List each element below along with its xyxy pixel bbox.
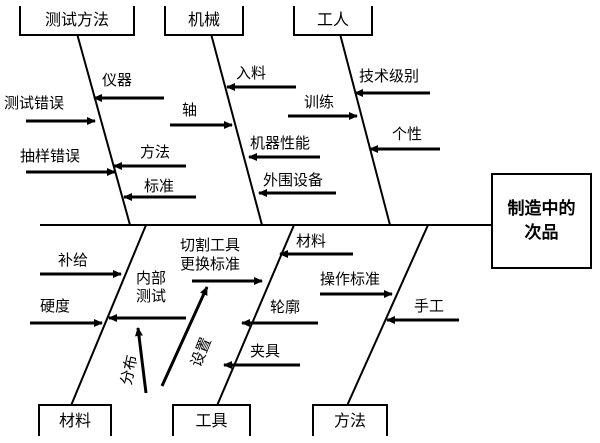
- cause-cutting-tool-line-1: 切割工具: [180, 236, 241, 254]
- cause-infeed: 入料: [236, 64, 267, 82]
- category-box-tool: 工具: [172, 404, 251, 436]
- cause-contour: 轮廓: [270, 298, 301, 316]
- cause-cutting-tool-line-2: 更换标准: [180, 255, 241, 273]
- cause-fixture: 夹具: [250, 342, 281, 360]
- cause-shaft: 轴: [182, 101, 198, 119]
- cause-procedure: 方法: [140, 143, 171, 161]
- effect-line-2: 次品: [524, 223, 559, 243]
- category-tool: 工具: [195, 411, 228, 430]
- bone-machine: [209, 29, 263, 226]
- cause-test-error: 测试错误: [4, 94, 65, 112]
- category-method: 方法: [333, 411, 366, 430]
- cause-instrument: 仪器: [102, 71, 133, 89]
- category-material: 材料: [58, 411, 91, 430]
- cause-operating-standard: 操作标准: [320, 270, 381, 288]
- bone-test-method: [75, 29, 131, 226]
- category-box-test-method: 测试方法: [19, 6, 135, 36]
- arrow-setup: [160, 286, 209, 387]
- effect-box: 制造中的 次品: [491, 173, 592, 269]
- cause-internal-test-line-1: 内部: [136, 269, 167, 287]
- cause-sampling-error: 抽样错误: [20, 147, 81, 165]
- category-box-machine: 机械: [164, 6, 244, 36]
- arrow-distribution: [135, 327, 148, 394]
- cause-material-sub: 材料: [296, 232, 327, 250]
- cause-hardness: 硬度: [40, 297, 71, 315]
- category-box-worker: 工人: [293, 6, 373, 36]
- cause-manual-work: 手工: [414, 297, 445, 315]
- category-worker: 工人: [316, 10, 349, 29]
- cause-training: 训练: [304, 93, 335, 111]
- cause-machine-performance: 机器性能: [250, 134, 311, 152]
- cause-personality: 个性: [392, 125, 423, 143]
- category-test-method: 测试方法: [44, 10, 109, 29]
- cause-feed: 补给: [58, 251, 89, 269]
- category-box-material: 材料: [38, 404, 112, 436]
- category-machine: 机械: [187, 10, 220, 29]
- cause-standard: 标准: [144, 177, 175, 195]
- cause-skill-level: 技术级别: [359, 67, 420, 85]
- cause-peripherals: 外围设备: [263, 171, 324, 189]
- cause-internal-test-line-2: 测试: [136, 287, 167, 305]
- bone-method: [345, 224, 429, 409]
- effect-line-1: 制造中的: [507, 199, 576, 219]
- category-box-method: 方法: [312, 404, 388, 436]
- bone-worker: [338, 29, 391, 226]
